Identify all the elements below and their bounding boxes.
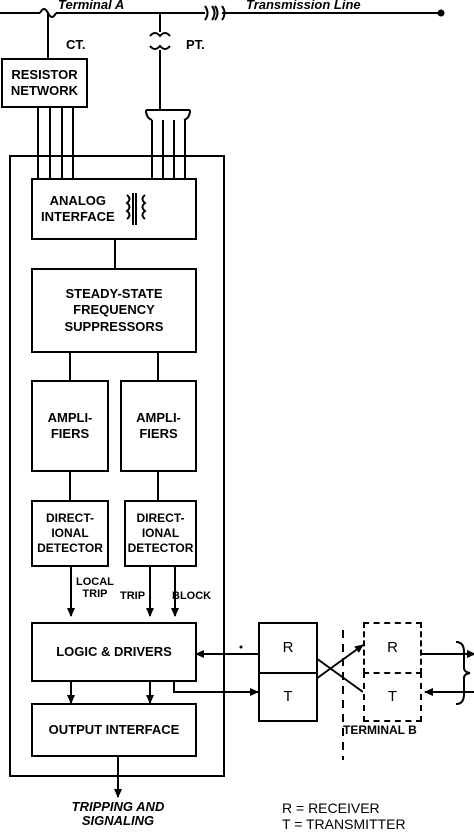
transmitter-label: T xyxy=(283,687,293,705)
amplifiers-left-block: AMPLI-FIERS xyxy=(31,380,109,472)
line-end xyxy=(437,9,445,17)
pt-coil xyxy=(149,13,171,110)
pt-label: PT. xyxy=(186,37,205,52)
remote-transmitter-label: T xyxy=(387,687,398,705)
line-break-1 xyxy=(204,5,216,21)
output-interface-label: OUTPUT INTERFACE xyxy=(48,721,180,737)
analog-interface-line2: INTERFACE xyxy=(41,209,115,224)
transformer-icon xyxy=(125,193,147,225)
steady-state-line1: STEADY-STATE xyxy=(65,286,163,302)
steady-state-line2: FREQUENCY xyxy=(73,302,155,318)
detector-right-line1: DIRECT- xyxy=(136,511,185,525)
detector-left-line2: IONAL xyxy=(51,526,89,540)
output-interface-block: OUTPUT INTERFACE xyxy=(31,703,197,757)
tripping-line1: TRIPPING AND xyxy=(71,799,165,814)
detector-right-line3: DETECTOR xyxy=(127,541,194,555)
receiver-label: R xyxy=(282,638,294,656)
amplifiers-right-block: AMPLI-FIERS xyxy=(120,380,197,472)
transmission-line-label: Transmission Line xyxy=(246,0,361,12)
amplifiers-right-line1: AMPLI- xyxy=(136,409,181,425)
remote-transmitter-block: T xyxy=(363,672,422,722)
amplifiers-left-line2: FIERS xyxy=(50,426,90,441)
terminal-a-label: Terminal A xyxy=(58,0,125,12)
steady-state-line3: SUPPRESSORS xyxy=(64,318,164,334)
logic-drivers-label: LOGIC & DRIVERS xyxy=(56,643,172,659)
amplifiers-right-line2: FIERS xyxy=(139,426,178,441)
amplifiers-left-line1: AMPLI- xyxy=(47,409,93,425)
line-break-2 xyxy=(214,5,226,21)
terminal-b-label: TERMINAL B xyxy=(343,723,417,737)
channel-brace xyxy=(455,641,471,705)
trip-label: TRIP xyxy=(120,590,146,602)
local-trip-line1: LOCAL xyxy=(76,576,114,588)
detector-left-line3: DETECTOR xyxy=(37,541,103,555)
ct-label: CT. xyxy=(66,37,86,52)
tripping-line2: SIGNALING xyxy=(81,813,155,829)
detector-right-line2: IONAL xyxy=(141,526,180,540)
local-trip-line2: TRIP xyxy=(82,588,108,601)
logic-drivers-block: LOGIC & DRIVERS xyxy=(31,622,197,682)
transmitter-block: T xyxy=(258,672,318,722)
remote-receiver-label: R xyxy=(387,638,398,656)
analog-interface-line1: ANALOG xyxy=(49,192,106,208)
block-label: BLOCK xyxy=(172,590,212,602)
legend-transmitter: T = TRANSMITTER xyxy=(282,816,406,833)
remote-receiver-block: R xyxy=(363,622,422,674)
resistor-network-line2: NETWORK xyxy=(10,83,79,98)
legend-receiver: R = RECEIVER xyxy=(282,800,380,816)
detector-left-line1: DIRECT- xyxy=(45,511,94,525)
resistor-network-line1: RESISTOR xyxy=(11,66,78,82)
receiver-block: R xyxy=(258,622,318,674)
